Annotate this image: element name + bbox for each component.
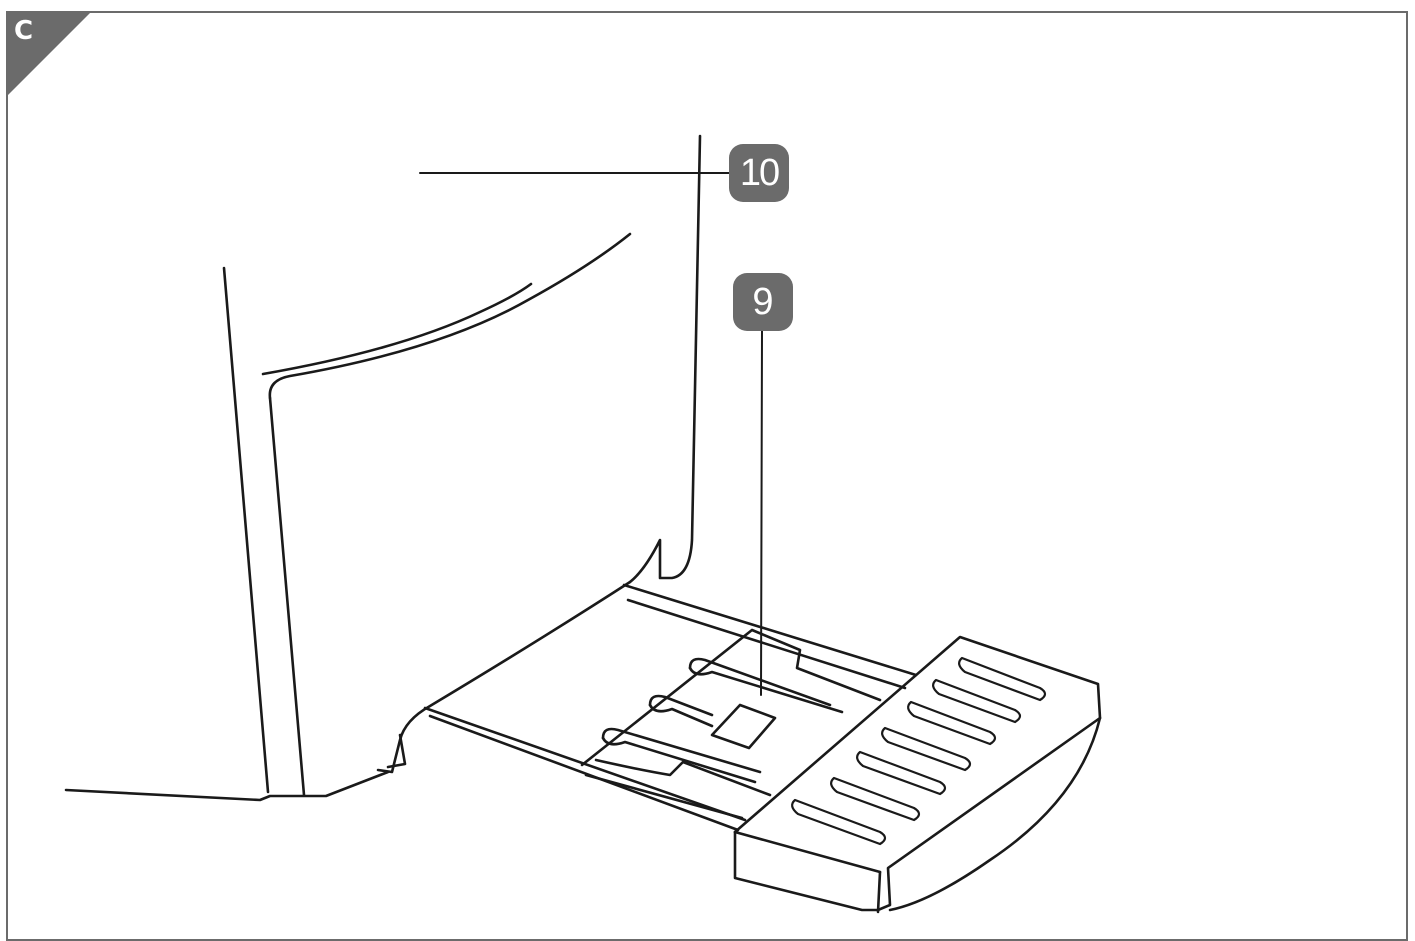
callout-badge-9: 9 (733, 273, 793, 331)
drip-tray (423, 583, 1102, 914)
leader-line-9 (760, 330, 763, 696)
appliance-housing (64, 134, 702, 802)
panel-label: C (14, 16, 34, 46)
callout-badge-10: 10 (729, 144, 789, 202)
panel-corner-tab (6, 11, 92, 97)
